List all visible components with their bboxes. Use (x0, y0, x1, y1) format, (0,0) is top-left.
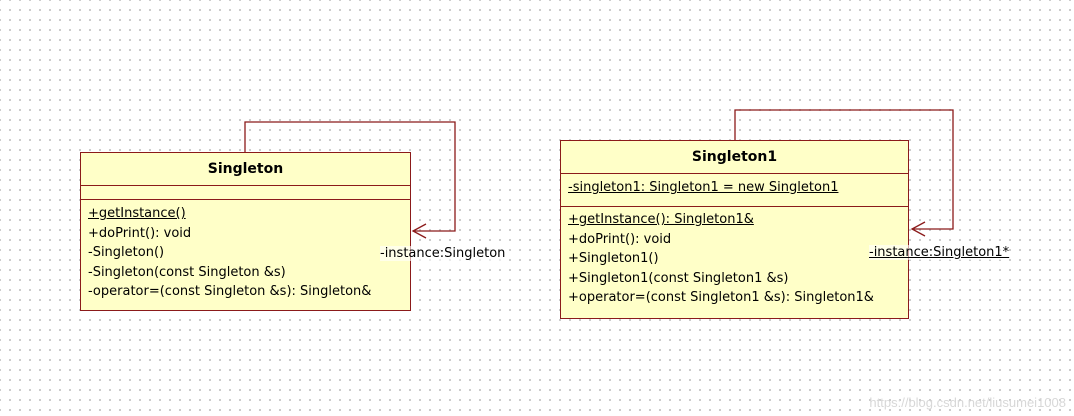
operation-get-instance[interactable]: +getInstance() (88, 206, 186, 221)
operation-copy-constructor[interactable]: -Singleton(const Singleton &s) (88, 264, 286, 280)
operation-constructor[interactable]: +Singleton1() (568, 251, 659, 266)
class-name: Singleton (81, 153, 410, 186)
operation-assignment[interactable]: -operator=(const Singleton &s): Singleto… (88, 284, 372, 299)
operation-do-print[interactable]: +doPrint(): void (568, 231, 672, 247)
attribute-singleton1[interactable]: -singleton1: Singleton1 = new Singleton1 (568, 180, 839, 195)
self-association-line-singleton[interactable] (244, 121, 456, 232)
operation-get-instance[interactable]: +getInstance(): Singleton1& (568, 212, 754, 227)
operation-compartment: +getInstance() +doPrint(): void -Singlet… (81, 200, 410, 306)
association-label-singleton1[interactable]: -instance:Singleton1* (869, 245, 1010, 260)
operation-do-print[interactable]: +doPrint(): void (88, 225, 192, 241)
attribute-compartment: -singleton1: Singleton1 = new Singleton1 (561, 174, 908, 207)
arrowhead-singleton (411, 223, 427, 239)
operation-compartment: +getInstance(): Singleton1& +doPrint(): … (561, 207, 908, 312)
self-association-line-singleton1[interactable] (734, 109, 954, 230)
watermark: https://blog.csdn.net/liusumei1008 (869, 395, 1066, 410)
class-name: Singleton1 (561, 141, 908, 174)
arrowhead-singleton1 (910, 221, 926, 237)
operation-assignment[interactable]: +operator=(const Singleton1 &s): Singlet… (568, 290, 874, 305)
attribute-compartment (81, 186, 410, 200)
operation-constructor[interactable]: -Singleton() (88, 245, 165, 260)
operation-copy-constructor[interactable]: +Singleton1(const Singleton1 &s) (568, 270, 789, 286)
class-singleton[interactable]: Singleton +getInstance() +doPrint(): voi… (80, 152, 411, 311)
class-singleton1[interactable]: Singleton1 -singleton1: Singleton1 = new… (560, 140, 909, 319)
association-label-singleton[interactable]: -instance:Singleton (380, 246, 506, 261)
